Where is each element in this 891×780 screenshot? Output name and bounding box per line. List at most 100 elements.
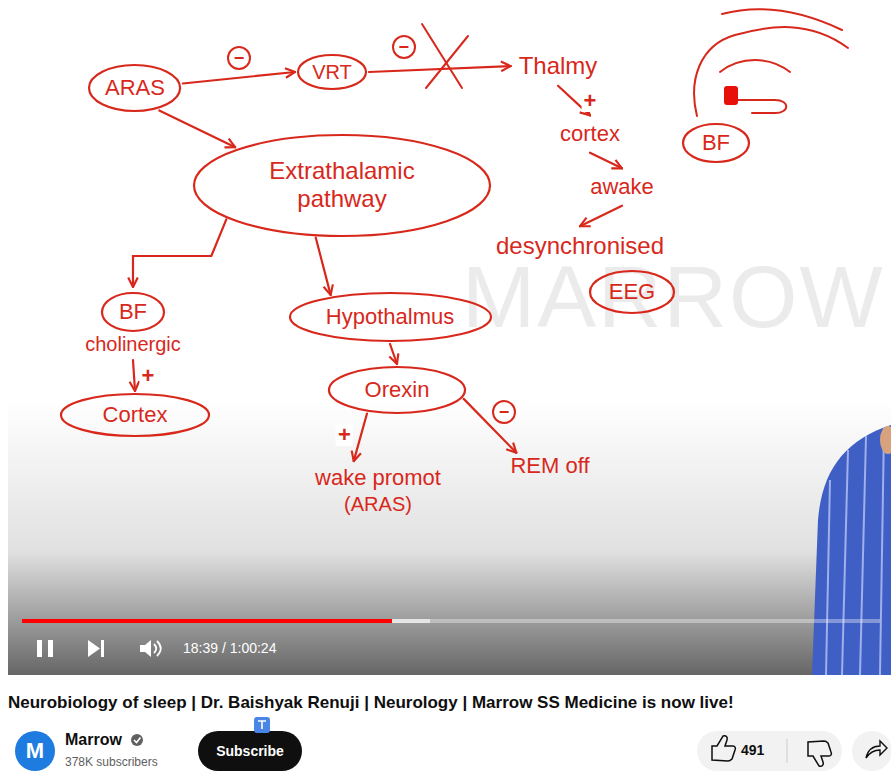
- connector-arrow: [159, 111, 235, 148]
- progress-loaded: [22, 619, 430, 623]
- ellipse-node: BFcholinergic: [85, 291, 181, 356]
- ellipse-shape: EEG: [588, 269, 676, 315]
- watermark: MARROW: [462, 246, 885, 347]
- ellipse-outline: [327, 365, 467, 415]
- node-text: Orexin: [365, 377, 430, 402]
- ellipse-outline: [681, 122, 751, 164]
- text-holder: REM off: [506, 451, 593, 480]
- bf-dot: [724, 86, 738, 105]
- avatar-letter: M: [26, 738, 44, 763]
- ellipse-outline: [100, 291, 166, 333]
- player-shade: [8, 400, 891, 675]
- text-node: wake promot (ARAS): [311, 463, 445, 515]
- connector-arrow: [133, 219, 226, 287]
- thumb-down-icon: [808, 741, 831, 766]
- thumb-up-icon: [712, 736, 735, 761]
- brain-outline-top: [722, 9, 842, 30]
- connector-arrow: [590, 153, 622, 169]
- node-text: awake: [590, 174, 654, 199]
- node-text: ARAS: [105, 75, 165, 100]
- edge-sign: +: [336, 424, 353, 446]
- ellipse-node: EEG: [588, 269, 676, 315]
- connector-arrow: [558, 86, 590, 116]
- subscribe-button: [198, 731, 302, 771]
- ellipse-outline: [590, 271, 674, 313]
- ellipse-node: BF: [681, 122, 751, 164]
- ellipse-outline: [329, 367, 465, 413]
- text-holder: cortex: [556, 119, 624, 148]
- ellipse-shape: Hypothalmus: [288, 291, 493, 343]
- ellipse-shape: VRT: [296, 53, 368, 91]
- like-pill: [697, 731, 842, 771]
- text-holder: desynchronised: [492, 230, 668, 262]
- channel-name: Marrow: [65, 731, 122, 749]
- edge-sign: +: [582, 90, 599, 112]
- subscriber-count: 378K subscribers: [65, 756, 158, 770]
- volume-waves: [154, 641, 161, 656]
- node-text: BF: [702, 130, 730, 155]
- channel-row: [15, 717, 891, 771]
- node-text: cortex: [560, 121, 620, 146]
- edge-sign: −: [492, 400, 516, 424]
- ellipse-outline: [194, 135, 490, 236]
- text-node: desynchronised: [492, 230, 668, 262]
- ellipse-outline: [102, 293, 164, 331]
- connector-arrow: [369, 66, 511, 72]
- cross-mark: [422, 24, 468, 88]
- verified-badge: [131, 734, 143, 746]
- connector-arrow: [580, 206, 622, 227]
- share-icon: [866, 741, 887, 758]
- channel-avatar: [15, 731, 55, 771]
- node-text: REM off: [510, 453, 589, 478]
- hand: [880, 426, 891, 454]
- node-subtext: cholinergic: [85, 333, 181, 356]
- text-node: Thalmy: [515, 50, 602, 82]
- ellipse-outline: [298, 55, 366, 89]
- ellipse-shape: Cortex: [59, 392, 211, 438]
- brain-sketch: [694, 9, 848, 116]
- ellipse-outline: [61, 394, 209, 436]
- like-count: 491: [741, 742, 764, 758]
- node-text: wake promot: [315, 465, 441, 490]
- ellipse-node: Extrathalamic pathway: [192, 133, 492, 238]
- ellipse-outline: [588, 269, 676, 315]
- connector-arrow: [464, 399, 517, 453]
- ellipse-outline: [288, 291, 493, 343]
- node-text: VRT: [312, 61, 352, 84]
- node-text: Extrathalamic pathway: [269, 157, 414, 212]
- volume-icon: [140, 640, 151, 657]
- ellipse-outline: [192, 133, 492, 238]
- connector-arrow: [316, 238, 331, 295]
- video-title: Neurobiology of sleep | Dr. Baishyak Ren…: [8, 693, 734, 713]
- node-text: Thalmy: [519, 52, 598, 80]
- subscribe-label: Subscribe: [216, 743, 284, 759]
- verified-check: [134, 738, 141, 743]
- node-subtext: (ARAS): [344, 493, 412, 516]
- presenter: [812, 425, 891, 675]
- edge-sign: −: [227, 46, 251, 70]
- share-button: [852, 731, 891, 771]
- node-text: EEG: [609, 279, 655, 304]
- connector-arrow: [354, 414, 367, 462]
- like-divider: [787, 739, 788, 763]
- ellipse-outline: [683, 124, 749, 162]
- video-time: 18:39 / 1:00:24: [183, 640, 276, 656]
- ellipse-node: VRT: [296, 53, 368, 91]
- shirt-stripes: [826, 428, 884, 675]
- node-text: desynchronised: [496, 232, 664, 260]
- ellipse-shape: Orexin: [327, 365, 467, 415]
- text-holder: Thalmy: [515, 50, 602, 82]
- progress-track: [22, 619, 880, 623]
- brain-hook: [738, 100, 786, 113]
- next-icon: [101, 640, 104, 657]
- ellipse-shape: BF: [681, 122, 751, 164]
- text-node: cortex: [556, 119, 624, 148]
- pause-icon: [48, 640, 53, 657]
- ellipse-shape: Extrathalamic pathway: [192, 133, 492, 238]
- connector-arrow: [133, 360, 135, 391]
- ellipse-outline: [89, 65, 180, 111]
